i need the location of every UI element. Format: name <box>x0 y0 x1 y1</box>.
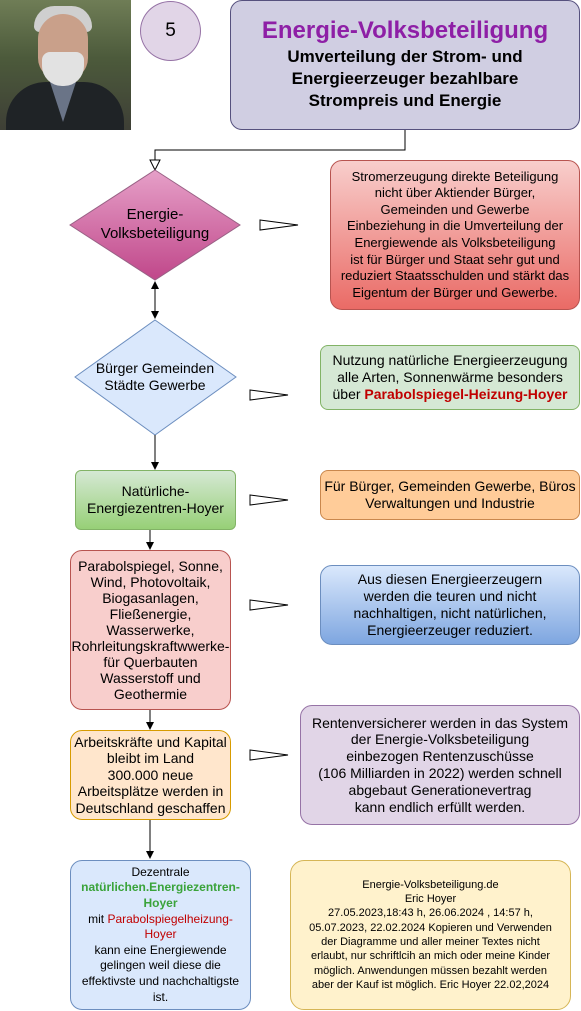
decentral-line-1: Dezentrale <box>131 864 190 879</box>
box-target-groups: Für Bürger, Gemeinden Gewerbe, Büros Ver… <box>320 470 580 520</box>
r2-highlight: Parabolspiegel-Heizung-Hoyer <box>364 385 568 402</box>
arrowhead-up <box>151 281 159 289</box>
jobs-line-4: Arbeitsplätze werden in <box>77 783 224 800</box>
subtitle-line-3: Strompreis und Energie <box>308 91 502 111</box>
sources-line-5: Wasserwerke, <box>106 621 195 638</box>
r1-line-3: Gemeinden und Gewerbe <box>380 201 530 217</box>
r6-line-6: erlaubt, nur schriftlcih an mich oder me… <box>310 950 551 963</box>
r6-line-5: der Diagramme und aller meiner Textes ni… <box>321 936 540 948</box>
decentral-red-2: Hoyer <box>144 927 177 942</box>
step-number-badge: 5 <box>140 1 201 61</box>
r1-line-5: Energiewende als Volksbeteiligung <box>354 235 556 250</box>
jobs-line-5: Deutschland geschaffen <box>75 799 226 816</box>
sources-line-7: für Querbauten <box>103 654 198 671</box>
decentral-mit: mit <box>88 911 105 926</box>
r1-line-2: nicht über Aktiender Bürger, <box>374 185 536 201</box>
box-jobs-capital: Arbeitskräfte und Kapital bleibt im Land… <box>70 730 231 820</box>
wedge-arrow-3 <box>249 494 289 506</box>
r4-line-4: Energieerzeuger reduziert. <box>367 621 533 638</box>
sources-line-3: Biogasanlagen, <box>102 589 199 606</box>
r1-line-1: Stromerzeugung direkte Beteiligung <box>351 168 559 184</box>
arrowhead-open <box>149 159 161 172</box>
r4-line-2: werden die teuren und nicht <box>363 588 537 605</box>
author-photo <box>0 0 131 130</box>
arrowhead-down <box>146 722 154 730</box>
r1-line-8: Eigentum der Bürger und Gewerbe. <box>352 284 558 300</box>
r2-line-2: alle Arten, Sonnenwärme besonders <box>337 369 563 386</box>
sources-line-9: Geothermie <box>113 686 188 703</box>
r2-line-1: Nutzung natürliche Energieerzeugung <box>332 352 568 369</box>
decentral-rest-4: ist. <box>152 989 169 1004</box>
diamond2-line-1: Bürger Gemeinden <box>95 359 215 376</box>
arrowhead-down <box>151 462 159 470</box>
r5-line-3: einbezogen Rentenzuschüsse <box>346 748 534 765</box>
decentral-rest-3: effektivste und nachchaltigste <box>81 973 240 988</box>
sources-line-1: Parabolspiegel, Sonne, <box>78 557 223 574</box>
r5-line-6: kann endlich erfüllt werden. <box>354 798 526 815</box>
r6-line-1: Energie-Volksbeteiligung.de <box>362 878 499 891</box>
r1-line-7: reduziert Staatsschulden und stärkt das <box>340 268 570 284</box>
jobs-line-1: Arbeitskräfte und Kapital <box>74 734 227 751</box>
r5-line-5: abgebaut Generationevertrag <box>348 781 532 798</box>
wedge-arrow-1 <box>259 219 299 231</box>
r6-line-8: aber der Kauf ist möglich. Eric Hoyer 22… <box>311 978 550 991</box>
arrowhead-down <box>146 542 154 550</box>
diamond-buerger-label: Bürger Gemeinden Städte Gewerbe <box>88 356 222 398</box>
r5-line-4: (106 Milliarden in 2022) werden schnell <box>318 765 562 781</box>
r6-line-7: möglich. Anwendungen müssen bezahlt werd… <box>314 964 547 977</box>
r6-line-2: Eric Hoyer <box>404 893 457 906</box>
diamond-energie-label: Energie- Volksbeteiligung <box>90 200 220 250</box>
subtitle-line-2: Energieerzeuger bezahlbare <box>291 69 519 89</box>
sources-line-2: Wind, Photovoltaik, <box>90 573 211 590</box>
decentral-green-2: Hoyer <box>143 896 178 911</box>
r1-line-6: ist für Bürger und Staat sehr gut und <box>350 251 560 267</box>
r6-line-4: 05.07.2023, 22.02.2024 Kopieren und Verw… <box>309 921 552 934</box>
natural-line-2: Energiezentren-Hoyer <box>87 500 224 516</box>
r6-line-3: 27.05.2023,18:43 h, 26.06.2024 , 14:57 h… <box>328 907 533 920</box>
photo-beard <box>42 52 84 86</box>
jobs-line-3: 300.000 neue <box>107 766 194 783</box>
decentral-rest-1: kann eine Energiewende <box>94 942 227 957</box>
page-title: Energie-Volksbeteiligung <box>261 17 549 45</box>
box-natural-usage: Nutzung natürliche Energieerzeugung alle… <box>320 345 580 410</box>
r4-line-1: Aus diesen Energieerzeugern <box>357 571 543 588</box>
box-reduction: Aus diesen Energieerzeugern werden die t… <box>320 565 580 645</box>
diamond2-line-2: Städte Gewerbe <box>104 377 206 393</box>
r5-line-2: der Energie-Volksbeteiligung <box>350 731 530 748</box>
arrowhead-down <box>151 311 159 319</box>
box-pension: Rentenversicherer werden in das System d… <box>300 705 580 825</box>
box-copyright-notice: Energie-Volksbeteiligung.de Eric Hoyer 2… <box>290 860 571 1010</box>
subtitle-line-1: Umverteilung der Strom- und <box>287 47 523 67</box>
connector-title-diamond <box>154 130 406 160</box>
sources-line-8: Wasserstoff und <box>100 670 201 687</box>
r1-line-4: Einbeziehung in die Umverteilung der <box>346 218 564 234</box>
box-energy-sources: Parabolspiegel, Sonne, Wind, Photovoltai… <box>70 550 231 710</box>
decentral-red-1: Parabolspiegelheizung- <box>107 911 233 926</box>
arrowhead-down <box>146 851 154 859</box>
r2-prefix: über <box>332 385 361 402</box>
natural-line-1: Natürliche- <box>121 483 190 500</box>
jobs-line-2: bleibt im Land <box>106 750 195 767</box>
wedge-arrow-4 <box>249 599 289 611</box>
diamond1-line-2: Volksbeteiligung <box>100 225 210 242</box>
box-natural-energy-centers: Natürliche- Energiezentren-Hoyer <box>75 470 236 530</box>
title-box: Energie-Volksbeteiligung Umverteilung de… <box>230 0 580 130</box>
r3-line-1: Für Bürger, Gemeinden Gewerbe, Büros <box>324 478 576 495</box>
decentral-green-1: natürlichen.Energiezentren- <box>81 880 240 895</box>
box-decentral-centers: Dezentrale natürlichen.Energiezentren- H… <box>70 860 251 1010</box>
sources-line-6: Rohrleitungskraftwwerke- <box>71 638 230 655</box>
r3-line-2: Verwaltungen und Industrie <box>365 495 535 511</box>
wedge-arrow-5 <box>249 749 289 761</box>
box-direct-participation: Stromerzeugung direkte Beteiligung nicht… <box>330 160 580 310</box>
r5-line-1: Rentenversicherer werden in das System <box>311 714 568 731</box>
step-number: 5 <box>165 20 176 41</box>
r4-line-3: nachhaltigen, nicht natürlichen, <box>353 605 547 621</box>
decentral-rest-2: gelingen weil diese die <box>100 958 221 973</box>
diamond1-line-1: Energie- <box>126 206 184 224</box>
sources-line-4: Fließenergie, <box>109 605 192 622</box>
wedge-arrow-2 <box>249 389 289 401</box>
